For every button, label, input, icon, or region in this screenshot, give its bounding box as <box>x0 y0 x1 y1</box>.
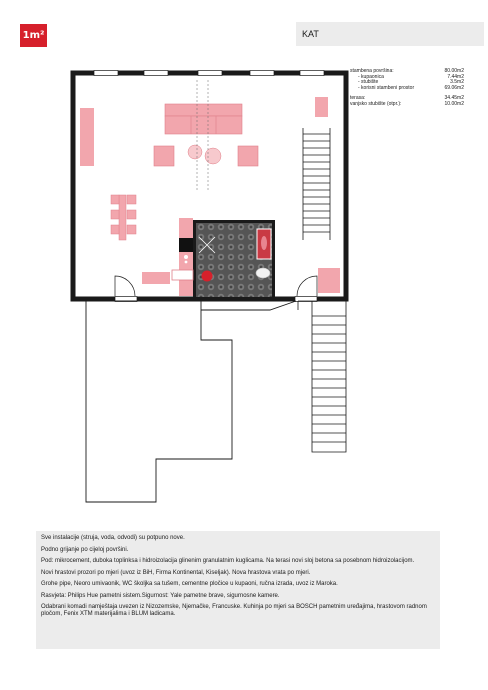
floor-plan <box>70 70 349 503</box>
sofa <box>164 103 243 135</box>
armchairs <box>153 145 259 167</box>
note-item: Podno grijanje po cijeloj površini. <box>41 546 129 553</box>
note-item: Grohe pipe, Neoro umivaonik, WC školjka … <box>41 581 338 587</box>
renovation-notes: Sve instalacije (struja, voda, odvodi) s… <box>36 531 440 649</box>
area-value: 10.00m2 <box>444 100 464 107</box>
kitchen-unit <box>142 218 194 296</box>
exterior-staircase <box>297 300 347 453</box>
interior-walls <box>193 220 275 298</box>
floor-title-bar: KAT <box>296 22 484 46</box>
area-label: - kupaonica <box>358 73 384 80</box>
note-item: Odabrani komadi namještaja uvezen iz Niz… <box>41 604 427 618</box>
area-row-terasa: terasa: 34.45m2 <box>350 96 464 102</box>
area-label: stambena površina: <box>350 68 394 74</box>
area-label: - stubište <box>358 79 379 86</box>
area-row-stubiste: - stubište 3.5m2 <box>350 80 464 86</box>
area-label: vanjsko stubište (otpr.): <box>350 100 402 107</box>
area-row-kupaonica: - kupaonica 7.44m2 <box>350 73 464 81</box>
area-table: stambena površina: 80.00m2 - kupaonica 7… <box>350 68 464 108</box>
area-value: 80.00m2 <box>444 68 464 74</box>
area-row-vanjsko: vanjsko stubište (otpr.): 10.00m2 <box>350 100 464 108</box>
corner-cabinet <box>318 268 340 293</box>
brand-logo: 1m² <box>20 24 47 47</box>
bathroom-fixtures <box>198 228 272 282</box>
area-value: 7.44m2 <box>447 73 464 80</box>
skylight-lines <box>196 80 209 190</box>
bottom-doors <box>114 275 318 302</box>
area-row-stambena: stambena površina: 80.00m2 <box>350 68 464 75</box>
note-item: Sve instalacije (struja, voda, odvodi) s… <box>41 535 185 541</box>
terrace <box>85 300 297 503</box>
note-item: Pod: mikrocement, duboka toplinksa i hid… <box>41 558 415 564</box>
area-label: terasa: <box>350 95 366 102</box>
coffee-tables <box>187 144 222 165</box>
area-label: - korisni stambeni prostor <box>358 84 415 91</box>
area-value: 34.45m2 <box>444 95 464 102</box>
right-cabinet <box>315 97 328 117</box>
area-value: 3.5m2 <box>450 79 464 86</box>
interior-staircase <box>302 128 331 240</box>
note-item: Rasvjeta: Philips Hue pametni sistem.Sig… <box>41 592 280 599</box>
area-row-korisni: - korisni stambeni prostor 69.06m2 <box>350 84 464 92</box>
left-cabinet <box>80 108 94 166</box>
dining-set <box>110 194 137 241</box>
area-value: 69.06m2 <box>444 84 464 91</box>
top-windows <box>93 70 325 76</box>
note-item: Novi hrastovi prozori po mjeri (uvoz iz … <box>41 569 311 576</box>
floor-title: KAT <box>302 29 319 39</box>
